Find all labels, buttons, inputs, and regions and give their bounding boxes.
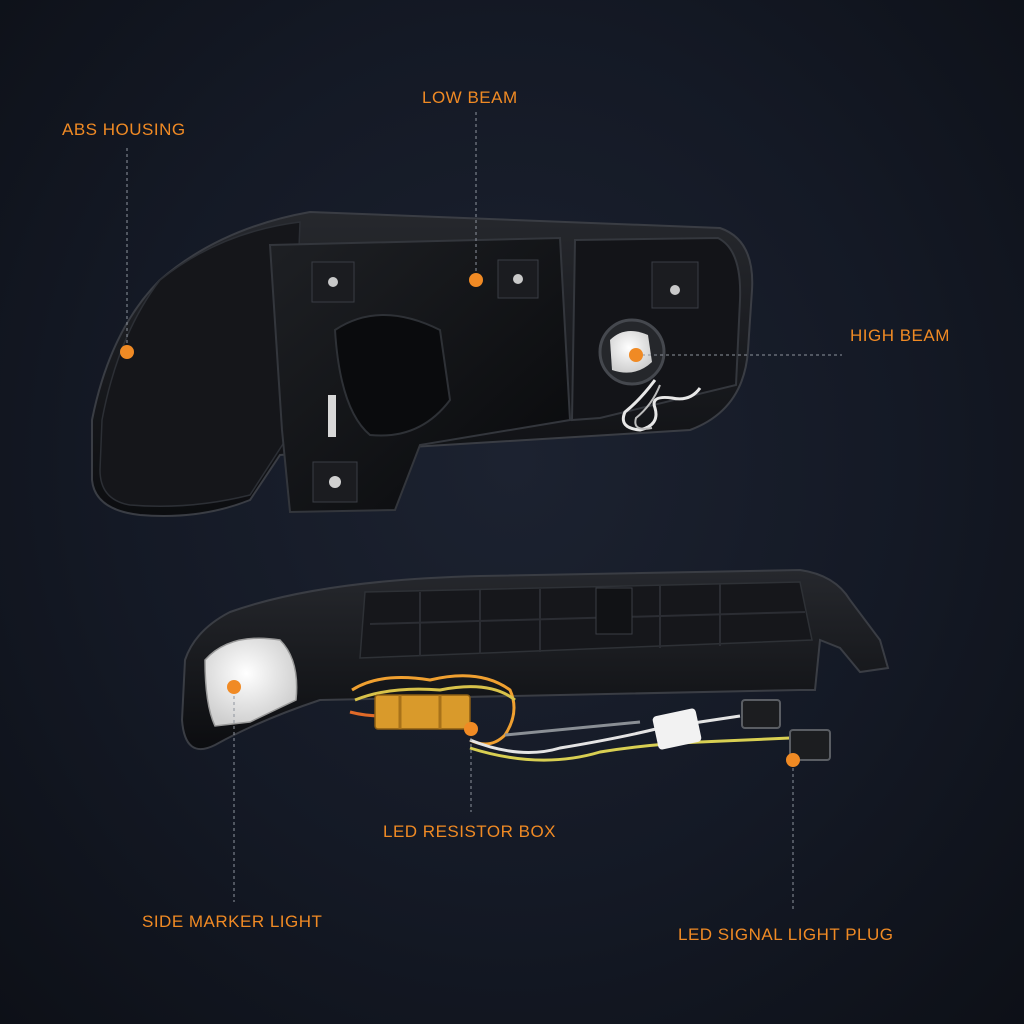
led-resistor-box xyxy=(374,694,471,730)
side-marker-bulb xyxy=(204,637,298,727)
high-beam-wire xyxy=(621,379,702,432)
callout-dot-high-beam xyxy=(629,348,643,362)
low-beam-socket xyxy=(333,314,452,437)
callout-dot-resistor-box xyxy=(464,722,478,736)
screw xyxy=(329,476,341,488)
adjuster-bolt xyxy=(328,395,336,437)
headlight-assembly xyxy=(91,210,754,517)
label-abs-housing: ABS HOUSING xyxy=(62,120,186,139)
screw xyxy=(670,285,680,295)
callout-dot-side-marker xyxy=(227,680,241,694)
label-low-beam: LOW BEAM xyxy=(422,88,518,107)
callout-dot-signal-plug xyxy=(786,753,800,767)
wire-tag xyxy=(652,708,702,750)
screw xyxy=(513,274,523,284)
label-led-signal-light-plug: LED SIGNAL LIGHT PLUG xyxy=(678,925,894,944)
label-side-marker-light: SIDE MARKER LIGHT xyxy=(142,912,323,931)
callout-dot-abs-housing xyxy=(120,345,134,359)
housing-ribs xyxy=(369,584,806,656)
label-led-resistor-box: LED RESISTOR BOX xyxy=(383,822,557,841)
signal-inner-panel xyxy=(359,581,813,659)
signal-assembly xyxy=(180,568,890,762)
label-high-beam: HIGH BEAM xyxy=(850,326,950,345)
callouts xyxy=(120,112,842,912)
screw xyxy=(328,277,338,287)
callout-dot-low-beam xyxy=(469,273,483,287)
high-beam-wire xyxy=(634,384,661,430)
mount-tab xyxy=(595,587,633,635)
led-signal-plug xyxy=(789,729,831,761)
lens-face xyxy=(99,221,301,507)
plug-connector xyxy=(741,699,781,729)
